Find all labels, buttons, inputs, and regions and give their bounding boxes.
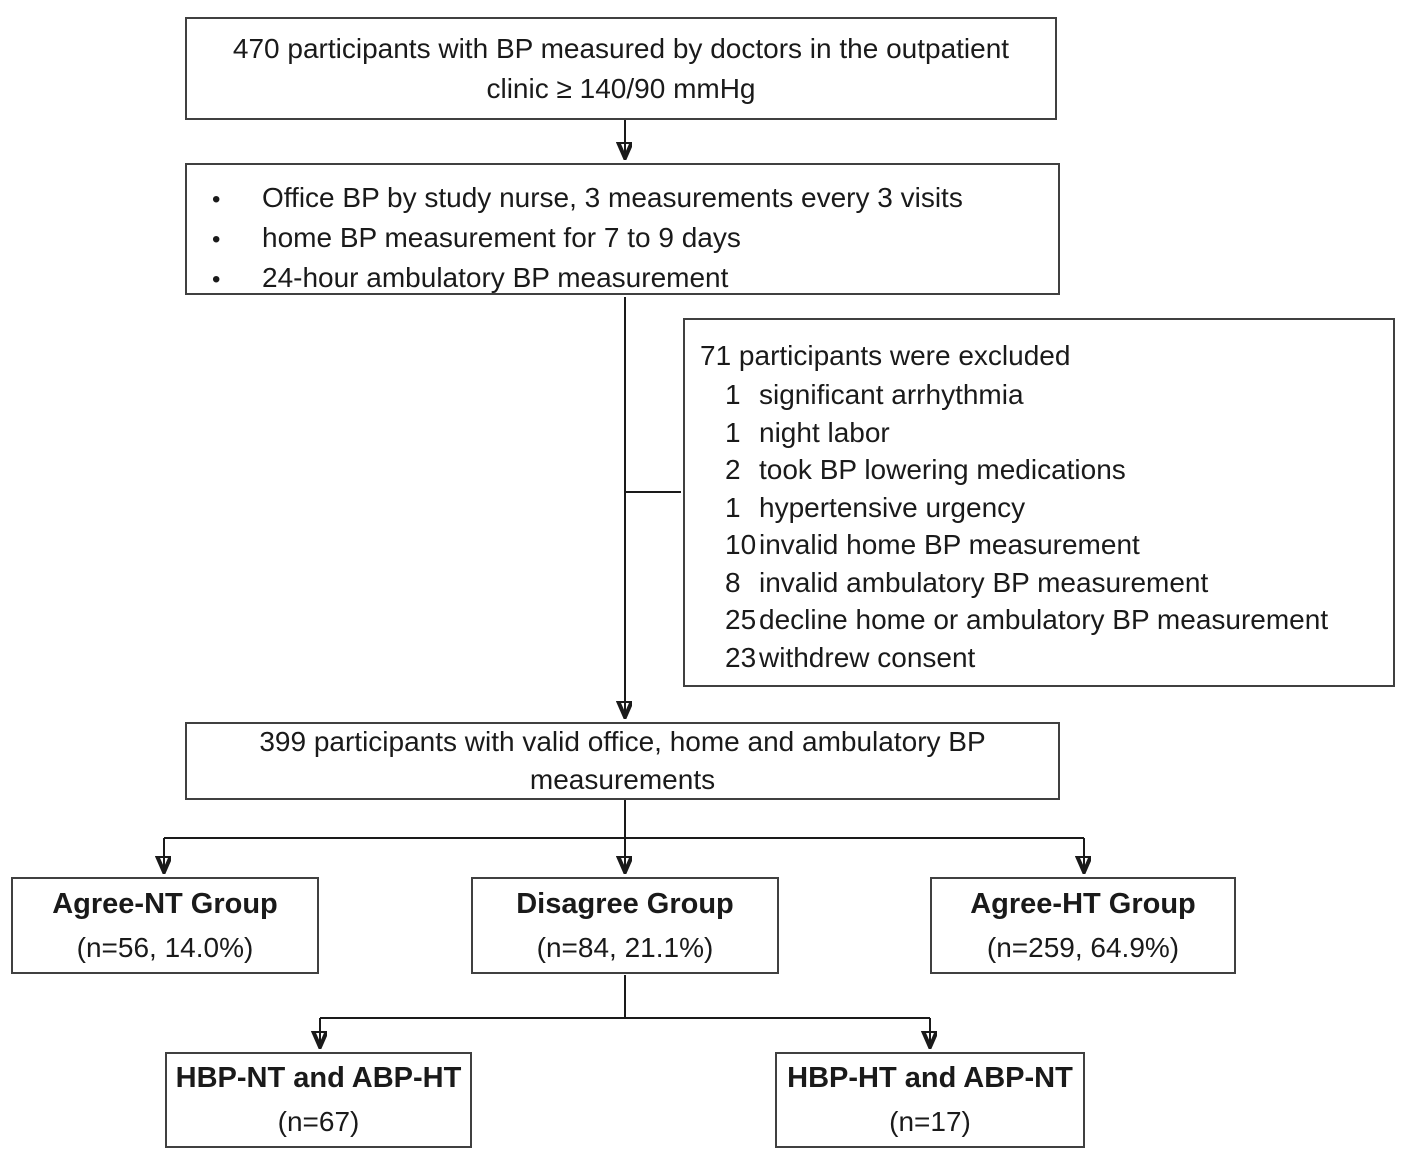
excluded-count: 10 [725, 529, 757, 560]
group-subtitle: (n=259, 64.9%) [986, 931, 1180, 963]
excluded-item: 1 night labor [725, 414, 1393, 452]
protocol-item-text: Office BP by study nurse, 3 measurements… [262, 182, 963, 213]
group-title: Agree-NT Group [52, 887, 278, 920]
protocol-item: • 24-hour ambulatory BP measurement [212, 259, 1058, 299]
box-hbp-nt-abp-ht: HBP-NT and ABP-HT (n=67) [165, 1052, 472, 1148]
group-title: Agree-HT Group [970, 887, 1196, 920]
group-subtitle: (n=56, 14.0%) [76, 931, 254, 963]
subgroup-title: HBP-NT and ABP-HT [175, 1062, 462, 1094]
excluded-item: 8 invalid ambulatory BP measurement [725, 564, 1393, 602]
box-hbp-ht-abp-nt: HBP-HT and ABP-NT (n=17) [775, 1052, 1085, 1148]
valid-line-2: measurements [529, 764, 716, 795]
excluded-count: 1 [725, 379, 741, 410]
eligible-line-1: 470 participants with BP measured by doc… [232, 32, 1010, 64]
box-measurement-protocol: • Office BP by study nurse, 3 measuremen… [185, 163, 1060, 295]
excluded-count: 2 [725, 454, 741, 485]
box-valid-participants: 399 participants with valid office, home… [185, 722, 1060, 800]
excluded-count: 23 [725, 641, 757, 673]
excluded-item: 2 took BP lowering medications [725, 451, 1393, 489]
excluded-reason: decline home or ambulatory BP measuremen… [759, 604, 1329, 635]
excluded-items-list: 1 significant arrhythmia 1 night labor 2… [725, 376, 1393, 676]
box-disagree-group: Disagree Group (n=84, 21.1%) [471, 877, 779, 974]
excluded-count: 1 [725, 416, 741, 448]
excluded-count: 1 [725, 491, 741, 523]
bullet-icon: • [212, 186, 221, 213]
protocol-item: • Office BP by study nurse, 3 measuremen… [212, 179, 1058, 219]
subgroup-subtitle: (n=17) [889, 1106, 971, 1137]
valid-line-1: 399 participants with valid office, home… [259, 726, 986, 757]
subgroup-title: HBP-HT and ABP-NT [787, 1062, 1073, 1094]
excluded-reason: invalid ambulatory BP measurement [759, 566, 1209, 598]
excluded-count: 8 [725, 566, 741, 598]
eligible-line-2: clinic ≥ 140/90 mmHg [486, 72, 756, 104]
excluded-reason: withdrew consent [759, 641, 976, 673]
excluded-reason: invalid home BP measurement [759, 529, 1140, 560]
box-eligible-participants: 470 participants with BP measured by doc… [185, 17, 1057, 120]
subgroup-subtitle: (n=67) [277, 1106, 360, 1137]
excluded-item: 1 hypertensive urgency [725, 489, 1393, 527]
group-title: Disagree Group [516, 887, 734, 920]
bullet-icon: • [212, 226, 221, 253]
excluded-count: 25 [725, 604, 757, 635]
box-excluded-participants: 71 participants were excluded 1 signific… [683, 318, 1395, 687]
group-subtitle: (n=84, 21.1%) [536, 931, 714, 963]
protocol-item-text: 24-hour ambulatory BP measurement [262, 262, 729, 293]
excluded-reason: significant arrhythmia [759, 379, 1024, 410]
box-agree-nt-group: Agree-NT Group (n=56, 14.0%) [11, 877, 319, 974]
protocol-item-text: home BP measurement for 7 to 9 days [262, 222, 741, 253]
excluded-item: 1 significant arrhythmia [725, 376, 1393, 414]
excluded-reason: took BP lowering medications [759, 454, 1126, 485]
bullet-icon: • [212, 266, 221, 293]
excluded-item: 23 withdrew consent [725, 639, 1393, 677]
excluded-item: 10 invalid home BP measurement [725, 526, 1393, 564]
excluded-title: 71 participants were excluded [700, 340, 1071, 371]
excluded-item: 25 decline home or ambulatory BP measure… [725, 601, 1393, 639]
excluded-reason: night labor [759, 416, 890, 448]
excluded-reason: hypertensive urgency [759, 491, 1026, 523]
protocol-item: • home BP measurement for 7 to 9 days [212, 219, 1058, 259]
box-agree-ht-group: Agree-HT Group (n=259, 64.9%) [930, 877, 1236, 974]
